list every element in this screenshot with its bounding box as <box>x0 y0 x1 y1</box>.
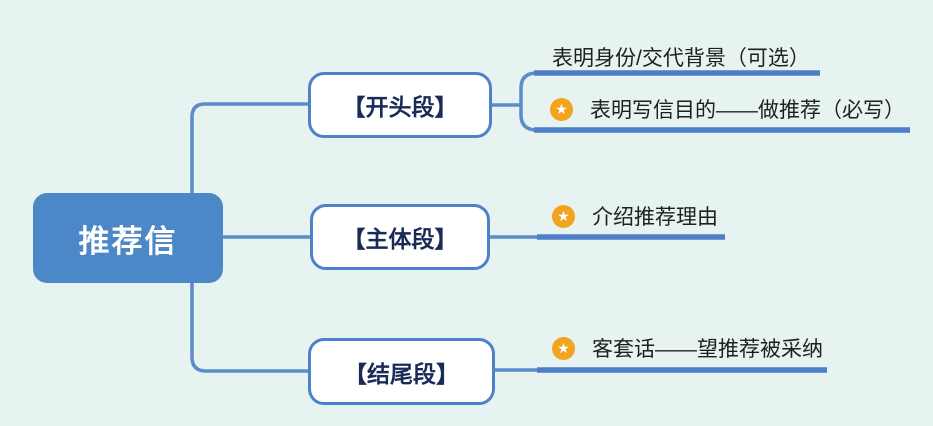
leaf-purpose-text: 表明写信目的——做推荐（必写） <box>590 99 905 122</box>
star-icon: ★ <box>552 336 575 360</box>
leaf-item-polite-closing[interactable]: ★ 客套话——望推荐被采纳 <box>552 335 823 361</box>
branch-opening-label: 【开头段】 <box>342 94 458 120</box>
star-icon: ★ <box>550 97 573 121</box>
leaf-item-writing-purpose[interactable]: ★ 表明写信目的——做推荐（必写） <box>550 96 905 122</box>
star-icon: ★ <box>552 204 575 228</box>
branch-node-closing-paragraph[interactable]: 【结尾段】 <box>308 338 495 405</box>
branch-node-opening-paragraph[interactable]: 【开头段】 <box>308 72 492 138</box>
connector-root-opening <box>190 102 309 195</box>
leaf-reason-text: 介绍推荐理由 <box>592 206 718 229</box>
leaf-politeness-text: 客套话——望推荐被采纳 <box>592 338 823 361</box>
branch-node-body-paragraph[interactable]: 【主体段】 <box>310 204 490 270</box>
branch-body-label: 【主体段】 <box>342 226 458 252</box>
branch-closing-label: 【结尾段】 <box>344 360 459 387</box>
root-node-recommendation-letter[interactable]: 推荐信 <box>33 193 223 283</box>
leaf-identity-text: 表明身份/交代背景（可选） <box>552 47 810 70</box>
leaf-item-state-identity[interactable]: 表明身份/交代背景（可选） <box>552 44 810 70</box>
connector-root-closing <box>190 280 309 373</box>
root-node-label: 推荐信 <box>78 223 178 259</box>
connector-opening-fork <box>519 71 538 132</box>
leaf-item-recommendation-reason[interactable]: ★ 介绍推荐理由 <box>552 203 718 229</box>
